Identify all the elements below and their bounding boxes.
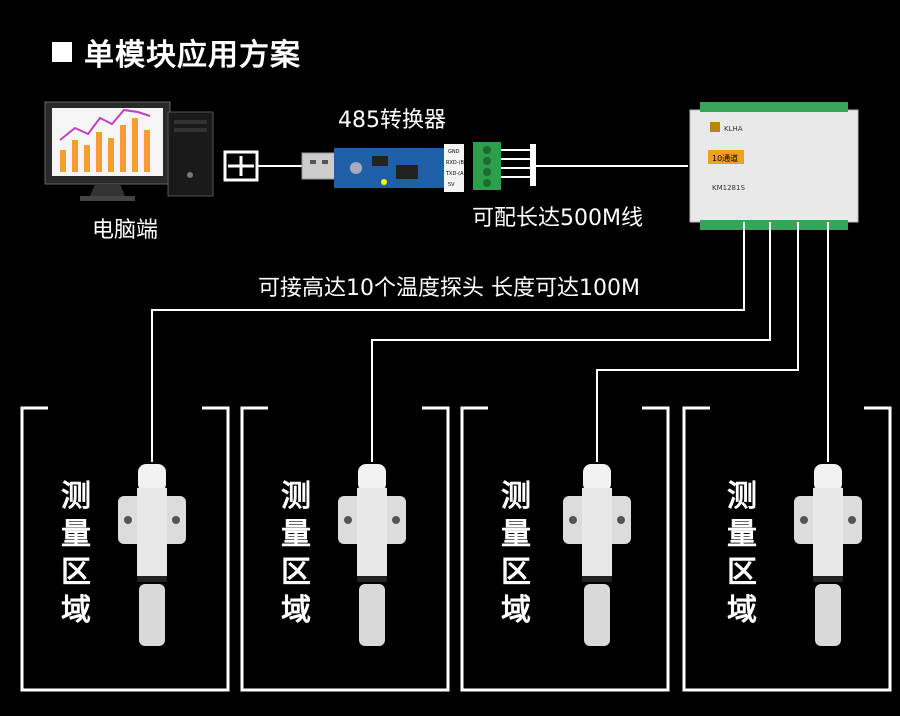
zone-char: 域	[281, 593, 311, 628]
pin-gnd-label: GND	[448, 149, 460, 155]
acquisition-module-icon: KLHA 10通道 KM1281S	[689, 102, 859, 230]
converter-board-icon: GND RXD-(B-) TXD-(A+) 5V	[334, 144, 470, 192]
zone-char: 量	[727, 517, 757, 552]
temperature-probe-icon	[118, 464, 186, 646]
pin-txd-label: TXD-(A+)	[445, 171, 470, 177]
usb-plug-icon	[301, 152, 337, 180]
zone-char: 域	[727, 593, 757, 628]
pc-tower-icon	[167, 111, 214, 197]
temperature-probe-icon	[794, 464, 862, 646]
zone-label-4: 测 量 区 域	[724, 478, 760, 630]
zone-brackets	[20, 406, 892, 692]
temperature-probe-icon	[563, 464, 631, 646]
page-title: 单模块应用方案	[84, 38, 301, 73]
pin-5v-label: 5V	[448, 182, 455, 188]
zone-char: 域	[61, 593, 91, 628]
connector-bar	[530, 144, 536, 186]
module-badge: 10通道	[712, 153, 738, 163]
title-block: 单模块应用方案	[52, 30, 301, 74]
title-bullet-icon	[52, 42, 72, 62]
zone-char: 测	[727, 479, 757, 514]
zone-char: 区	[501, 555, 531, 590]
zone-char: 测	[501, 479, 531, 514]
zone-char: 量	[61, 517, 91, 552]
zone-char: 测	[61, 479, 91, 514]
zone-char: 测	[281, 479, 311, 514]
zone-label-3: 测 量 区 域	[498, 478, 534, 630]
probe-note: 可接高达10个温度探头 长度可达100M	[258, 276, 640, 301]
pin-rxd-label: RXD-(B-)	[446, 160, 468, 166]
usb-port-icon	[223, 150, 259, 182]
zone-char: 域	[501, 593, 531, 628]
zone-char: 量	[281, 517, 311, 552]
pc-label: 电脑端	[92, 218, 159, 243]
zone-char: 区	[727, 555, 757, 590]
probe-cables	[151, 222, 829, 462]
zone-char: 区	[281, 555, 311, 590]
cable-note: 可配长达500M线	[472, 206, 643, 231]
converter-label: 485转换器	[338, 108, 446, 133]
zone-label-1: 测 量 区 域	[58, 478, 94, 630]
zone-char: 区	[61, 555, 91, 590]
zone-char: 量	[501, 517, 531, 552]
pc-monitor-icon	[44, 101, 171, 201]
module-model: KM1281S	[712, 184, 745, 192]
temperature-probe-icon	[338, 464, 406, 646]
bar-chart-icon	[59, 108, 151, 172]
module-brand: KLHA	[724, 125, 743, 133]
terminal-block-icon	[473, 142, 501, 190]
zone-label-2: 测 量 区 域	[278, 478, 314, 630]
